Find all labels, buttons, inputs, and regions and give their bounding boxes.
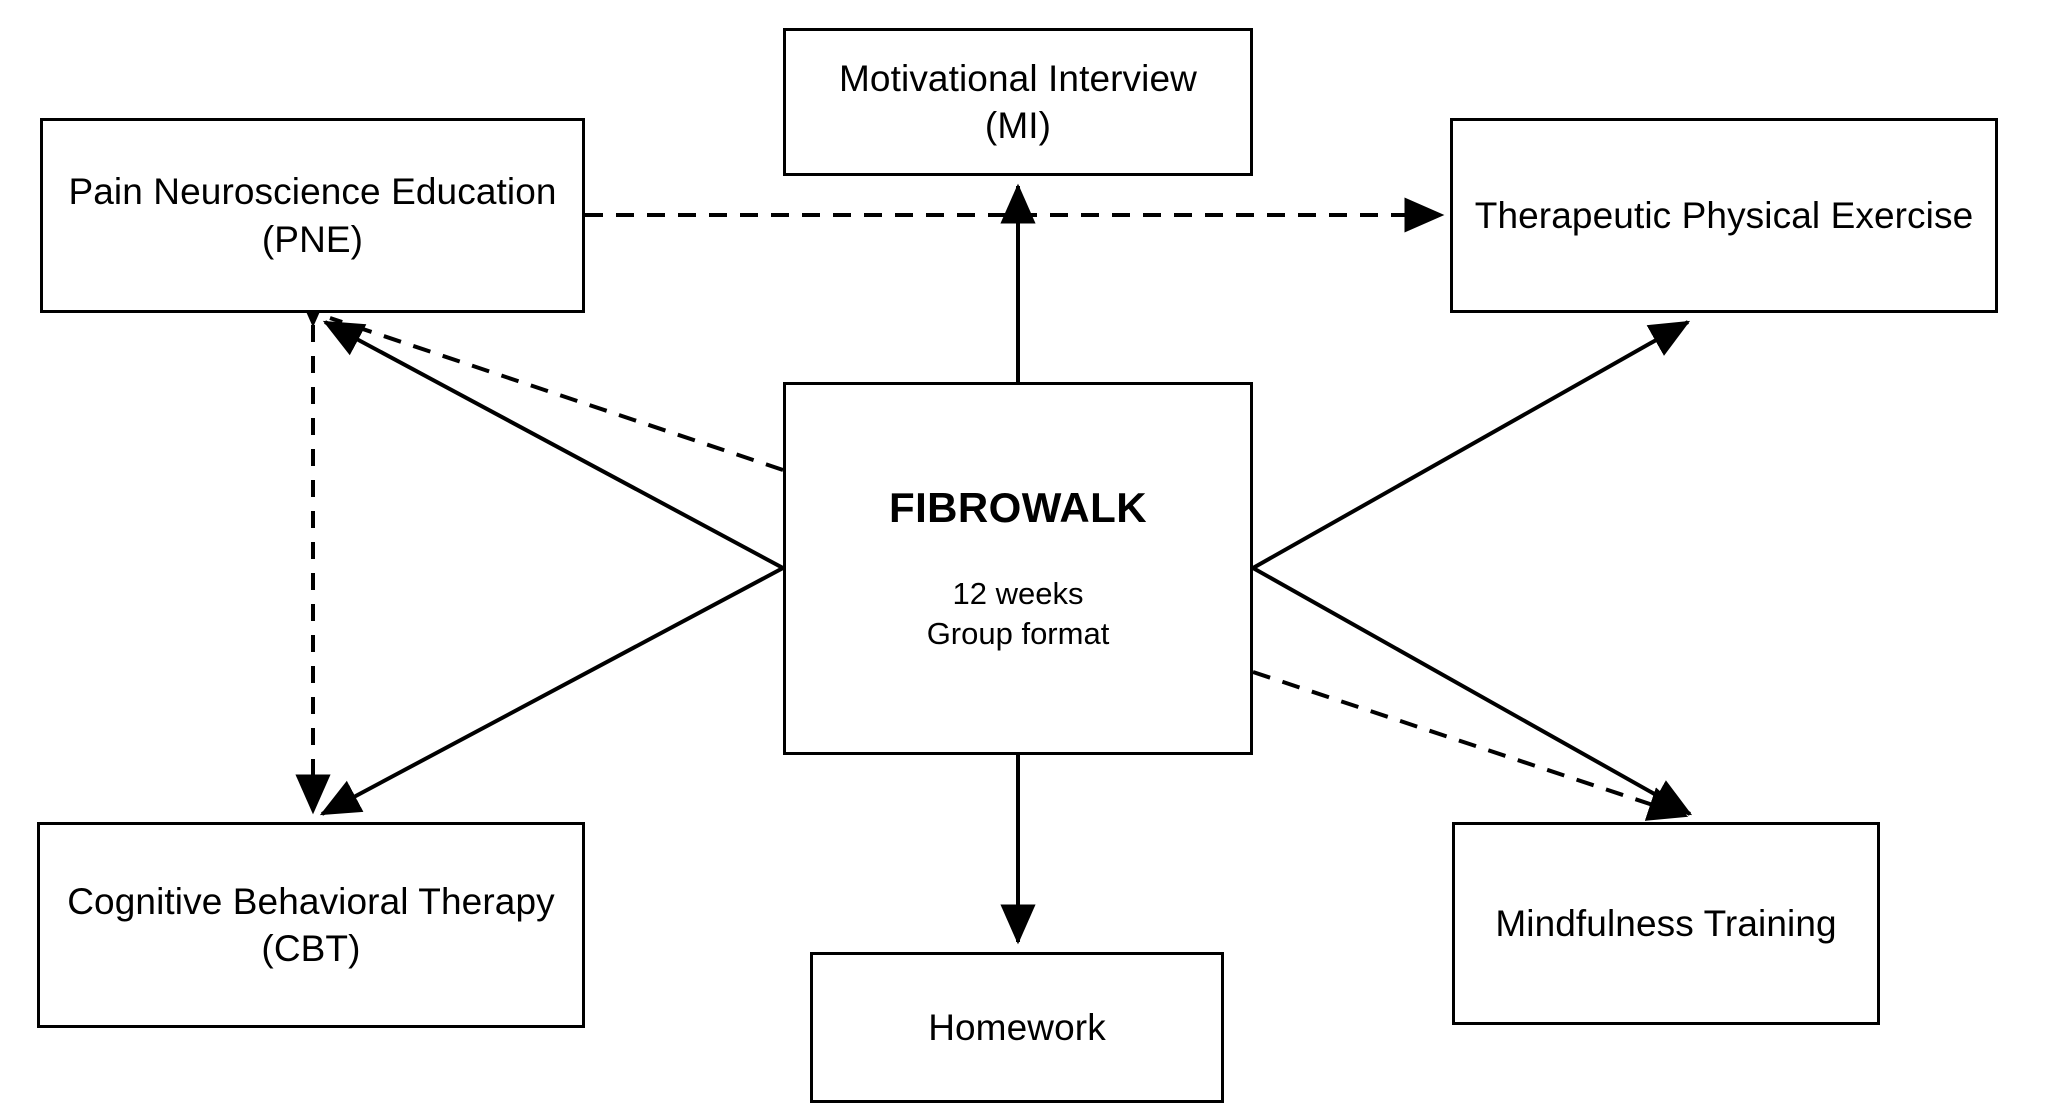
node-label-fibrowalk: FIBROWALK	[889, 483, 1147, 531]
arrow-fibrowalk-to-tpe	[1252, 320, 1691, 570]
node-mindfulness-training[interactable]: Mindfulness Training	[1452, 822, 1880, 1025]
node-label-mindfulness: Mindfulness Training	[1495, 902, 1837, 944]
node-label-mi: Motivational Interview (MI)	[839, 57, 1197, 146]
arrow-fibrowalk-to-cbt	[319, 566, 784, 816]
node-label-cbt: Cognitive Behavioral Therapy (CBT)	[67, 880, 555, 969]
node-label-tpe: Therapeutic Physical Exercise	[1474, 194, 1974, 236]
node-fibrowalk-core[interactable]: FIBROWALK 12 weeks Group format	[783, 382, 1253, 755]
node-sublabel-fibrowalk: 12 weeks Group format	[926, 575, 1110, 651]
dashed-line-fibrowalk-to-pne	[329, 316, 784, 472]
node-label-pne: Pain Neuroscience Education (PNE)	[68, 171, 557, 260]
arrow-fibrowalk-to-pne	[322, 320, 784, 570]
arrow-fibrowalk-to-mindfulness	[1252, 566, 1693, 816]
node-pain-neuroscience-education[interactable]: Pain Neuroscience Education (PNE)	[40, 118, 585, 313]
node-homework[interactable]: Homework	[810, 952, 1224, 1103]
dashed-arrow-fibrowalk-to-mindfulness	[1252, 670, 1689, 821]
node-motivational-interview[interactable]: Motivational Interview (MI)	[783, 28, 1253, 176]
node-label-homework: Homework	[928, 1006, 1106, 1048]
node-cognitive-behavioral-therapy[interactable]: Cognitive Behavioral Therapy (CBT)	[37, 822, 585, 1028]
node-therapeutic-physical-exercise[interactable]: Therapeutic Physical Exercise	[1450, 118, 1998, 313]
